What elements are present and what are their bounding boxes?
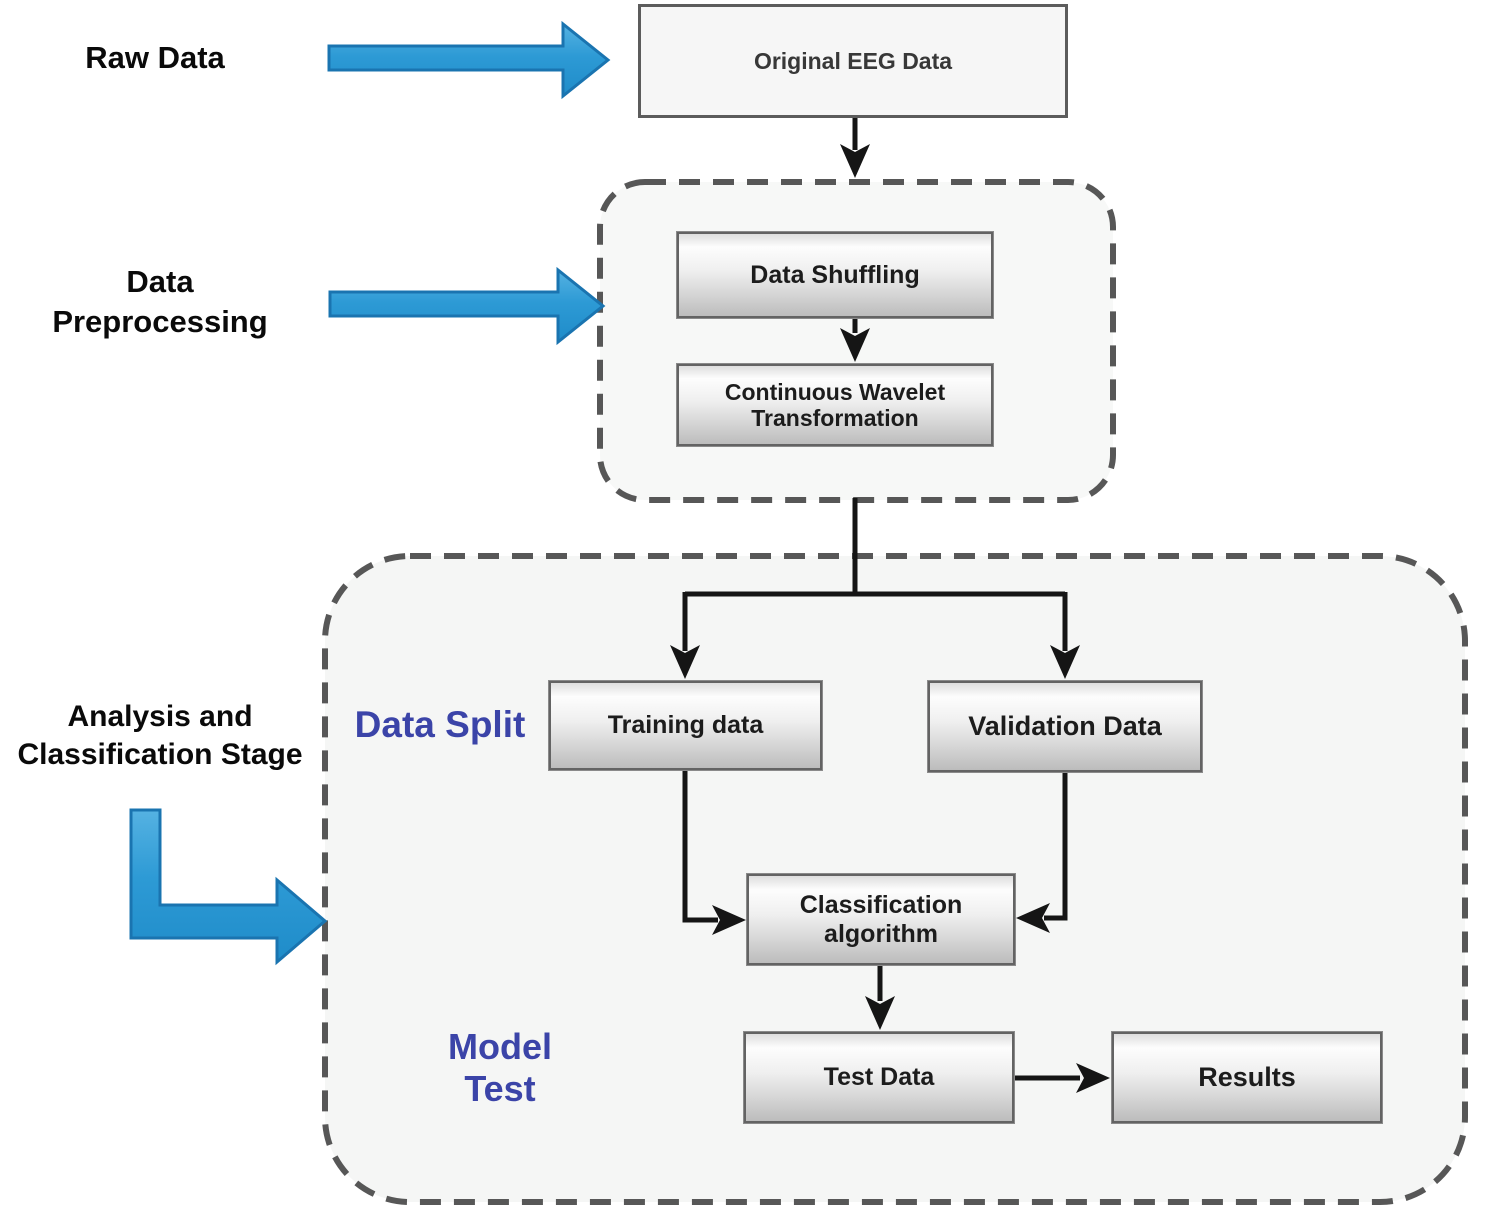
connector-validation-to-classification [1044, 772, 1068, 921]
arrowhead-down-icon [865, 996, 895, 1030]
connector-lines [682, 118, 1080, 1081]
node-results: Results [1112, 1032, 1382, 1123]
classification-line2: algorithm [824, 919, 938, 948]
classification-line1: Classification [799, 890, 963, 919]
preprocessing-arrow-icon [328, 266, 606, 346]
analysis-stage-label-line2: Classification Stage [17, 738, 303, 772]
analysis-stage-label-line1: Analysis and [67, 700, 253, 733]
arrowhead-down-icon [840, 328, 870, 362]
connector-arrowheads [670, 144, 1110, 1093]
data-split-label: Data Split [354, 704, 526, 745]
node-validation-data: Validation Data [928, 681, 1202, 772]
arrowhead-down-icon [1050, 645, 1080, 679]
node-data-shuffling: Data Shuffling [677, 232, 993, 318]
preprocessing-label-line1: Data [126, 264, 194, 299]
preprocessing-label: Data Preprocessing [20, 262, 300, 341]
connector-training-to-classification [682, 770, 718, 923]
cwt-line1: Continuous Wavelet [724, 378, 946, 405]
node-continuous-wavelet-transformation: Continuous Wavelet Transformation [677, 364, 993, 446]
node-test-data: Test Data [744, 1032, 1014, 1123]
model-test-label: Model Test [390, 1026, 610, 1111]
model-test-label-line1: Model [448, 1026, 552, 1067]
model-test-label-line2: Test [464, 1068, 536, 1110]
arrowhead-down-icon [840, 144, 870, 178]
analysis-stage-elbow-arrow-icon [129, 808, 328, 966]
arrowhead-right-icon [712, 905, 746, 935]
connector-split-trunk [682, 498, 1068, 651]
node-original-eeg-data: Original EEG Data [638, 4, 1068, 118]
raw-data-label: Raw Data [85, 40, 225, 75]
arrowhead-down-icon [670, 645, 700, 679]
cwt-line2: Transformation [751, 405, 919, 431]
analysis-stage-label: Analysis and Classification Stage [0, 698, 320, 775]
raw-data-arrow-icon [327, 20, 611, 100]
arrowhead-right-icon [1076, 1063, 1110, 1093]
arrowhead-left-icon [1016, 903, 1050, 933]
node-training-data: Training data [549, 681, 822, 770]
node-classification-algorithm: Classification algorithm [747, 874, 1015, 965]
preprocessing-label-line2: Preprocessing [52, 303, 268, 339]
